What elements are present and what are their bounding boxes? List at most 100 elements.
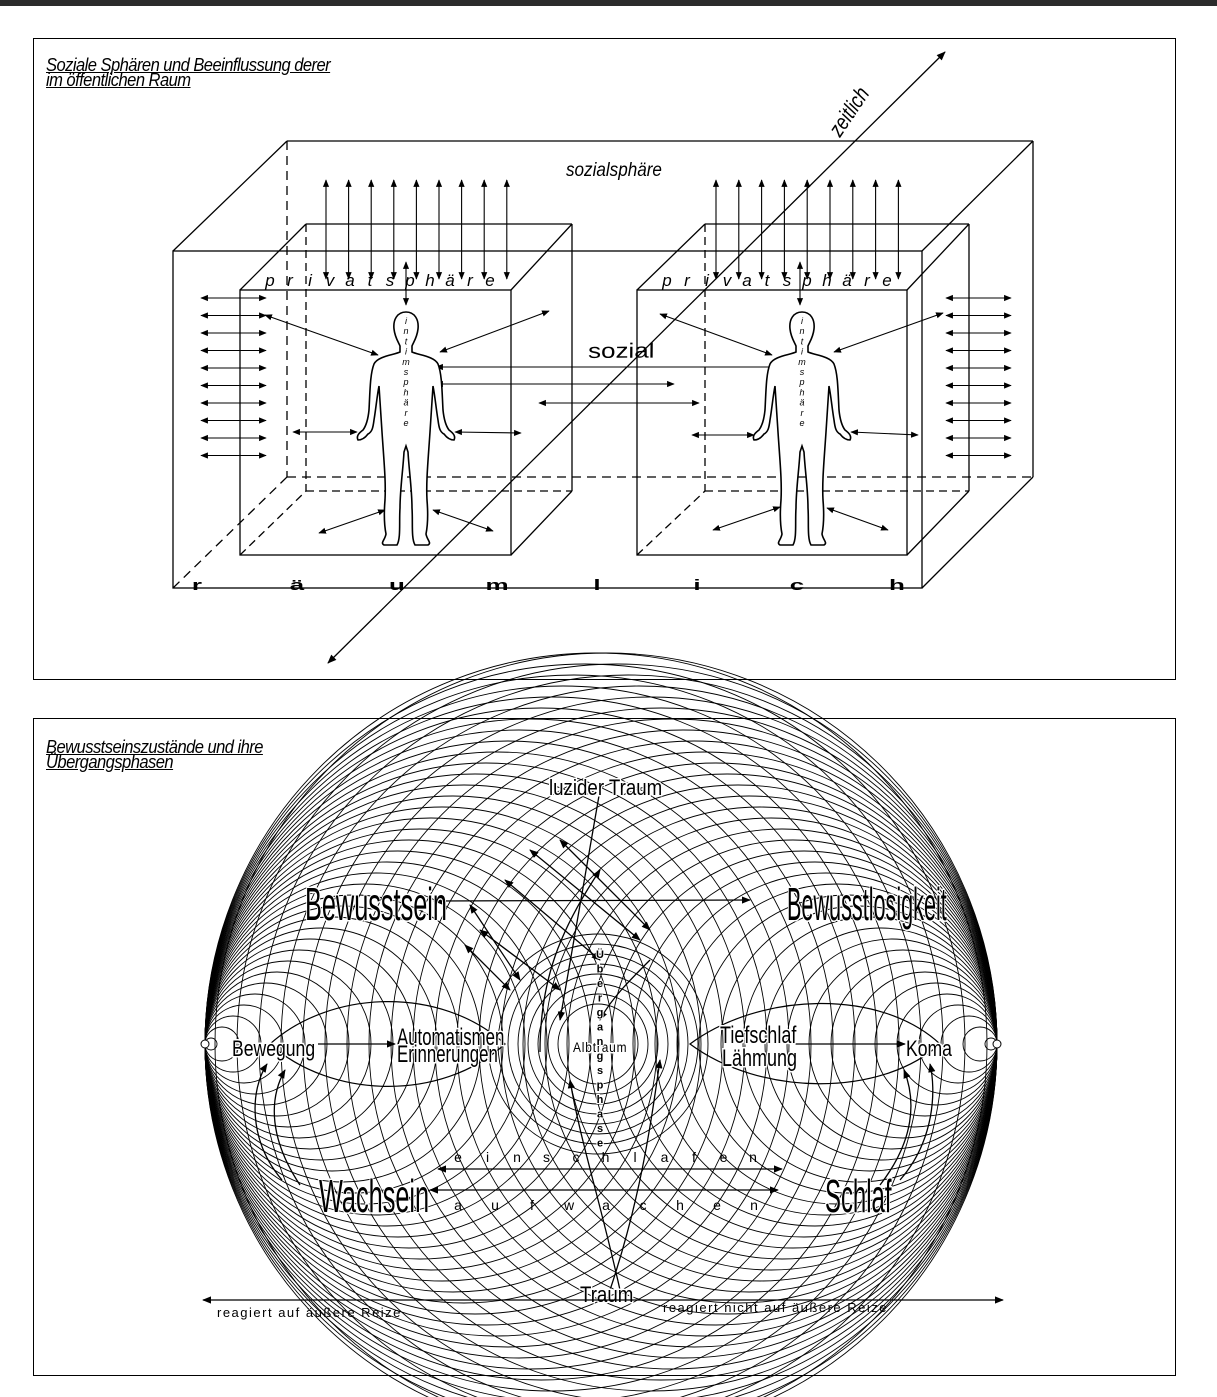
- transition-arrow: [464, 944, 511, 991]
- state-labels: luzider Traum Bewusstsein Bewusstlosigke…: [231, 775, 954, 1308]
- uebergangsphase-letter: g: [597, 1007, 604, 1019]
- bewegung-label: Bewegung: [232, 1037, 315, 1061]
- einschlafen-letter: n: [513, 1149, 521, 1165]
- influence-arrow: [454, 429, 522, 436]
- privatsphaere-letter: v: [326, 271, 336, 290]
- privatsphaere-letter: s: [783, 271, 792, 290]
- intimsphaere-letter: n: [799, 326, 804, 336]
- uebergangsphase-letter: n: [597, 1036, 604, 1048]
- aufwachen-letter: w: [563, 1197, 575, 1213]
- laehmung-label: Lähmung: [722, 1046, 797, 1072]
- influence-arrow: [439, 310, 550, 353]
- uebergangsphase-letter: Ü: [596, 948, 604, 961]
- privatsphaere-letter: h: [822, 271, 831, 290]
- intimsphaere-letter: i: [405, 347, 408, 357]
- raeumlich-letter: c: [790, 578, 805, 594]
- intimsphaere-letter: ä: [799, 398, 804, 408]
- transition-arrow: [557, 789, 601, 1021]
- intimsphaere-letter: ä: [403, 398, 408, 408]
- panel-title-line-2: Übergangsphasen: [46, 752, 174, 772]
- raeumlich-letter: ä: [290, 578, 305, 594]
- raeumlich-letter: i: [693, 578, 700, 594]
- panel-title-line-1: Bewusstseinszustände und ihre: [46, 737, 263, 757]
- sozialsphaere-label: sozialsphäre: [566, 159, 662, 180]
- influence-arrow: [659, 313, 773, 356]
- privatsphaere-letter: a: [345, 271, 354, 290]
- koma-label: Koma: [906, 1037, 953, 1061]
- tiefschlaf-lens: [688, 1002, 941, 1085]
- interaction-arrows: [200, 179, 1012, 534]
- ring: [517, 963, 679, 1125]
- raeumlich-letter: h: [889, 578, 905, 594]
- luzider-traum-label: luzider Traum: [549, 777, 662, 801]
- privatsphaere-letter: p: [661, 271, 671, 290]
- privatsphaere-letter: a: [742, 271, 751, 290]
- privatsphaere-letter: e: [882, 271, 891, 290]
- uebergangsphase-letter: e: [597, 1138, 603, 1150]
- raeumlich-letter: r: [192, 578, 202, 594]
- intimsphaere-letter: e: [403, 418, 408, 428]
- transition-arrow: [899, 1063, 936, 1181]
- intimsphaere-letter: r: [405, 408, 409, 418]
- ring: [557, 1003, 639, 1085]
- einschlafen-letter: a: [661, 1149, 669, 1165]
- privatsphaere-letter: r: [864, 271, 871, 290]
- transition-arrow: [609, 1059, 663, 1291]
- einschlafen-letter: c: [573, 1149, 580, 1165]
- intimsphaere-letter: p: [402, 377, 408, 387]
- right-end-dot: [992, 1039, 1002, 1049]
- transition-arrow: [599, 959, 651, 1021]
- einschlafen-letter: e: [454, 1149, 462, 1165]
- privatsphaere-letter: ä: [842, 271, 851, 290]
- ring: [537, 983, 659, 1105]
- intimsphaere-letter: n: [403, 326, 408, 336]
- influence-arrow: [712, 506, 781, 531]
- uebergangsphase-letter: g: [597, 1051, 604, 1063]
- erinnerungen-label: Erinnerungen: [397, 1041, 498, 1068]
- aufwachen-letter: h: [676, 1197, 684, 1213]
- ring: [547, 993, 649, 1095]
- intimsphaere-letter: h: [403, 387, 408, 397]
- aufwachen-letter: a: [454, 1197, 462, 1213]
- intimsphaere-letter: i: [801, 316, 804, 326]
- privatsphaere-letter: e: [485, 271, 494, 290]
- privatsphaere-letter: p: [801, 271, 811, 290]
- aufwachen-letter: u: [491, 1197, 499, 1213]
- aufwachen-letter: n: [750, 1197, 758, 1213]
- aufwachen-letter: c: [640, 1197, 647, 1213]
- sozial-label: sozial: [588, 339, 655, 362]
- wachsein-label: Wachsein: [319, 1170, 429, 1222]
- albtraum-label: Albtraum: [573, 1039, 627, 1055]
- intimsphaere-letter: t: [801, 336, 804, 346]
- transition-arrow: [567, 1079, 621, 1291]
- bewusstlosigkeit-label: Bewusstlosigkeit: [787, 878, 947, 930]
- privatsphaere-letter: s: [386, 271, 395, 290]
- einschlafen-letter: i: [486, 1149, 489, 1165]
- transition-arrow: [559, 839, 651, 931]
- transition-arrow: [879, 1069, 912, 1186]
- privatsphaere-letter: ä: [445, 271, 454, 290]
- aufwachen-letter: f: [530, 1197, 534, 1213]
- transition-arrows: [254, 789, 936, 1291]
- uebergangsphase-letter: s: [597, 1065, 603, 1077]
- uebergangsphase-letter: r: [598, 993, 603, 1005]
- privatsphaere-letter: r: [287, 271, 294, 290]
- einschlafen-letter: s: [543, 1149, 550, 1165]
- intimsphaere-letter: e: [799, 418, 804, 428]
- intimsphaere-letter: i: [405, 316, 408, 326]
- uebergangsphase-letter: s: [597, 1123, 603, 1135]
- privatsphaere-letter: i: [705, 271, 710, 290]
- transition-arrow: [254, 1063, 283, 1181]
- bewusstsein-label: Bewusstsein: [305, 878, 447, 930]
- privatsphaere-letter: r: [684, 271, 691, 290]
- influence-arrow: [318, 509, 386, 534]
- intimsphaere-letter: s: [800, 367, 805, 377]
- privatsphaere-letter: t: [765, 271, 771, 290]
- schlaf-label: Schlaf: [825, 1171, 892, 1222]
- automatismen-lens: [269, 1001, 506, 1087]
- influence-arrow: [432, 509, 494, 532]
